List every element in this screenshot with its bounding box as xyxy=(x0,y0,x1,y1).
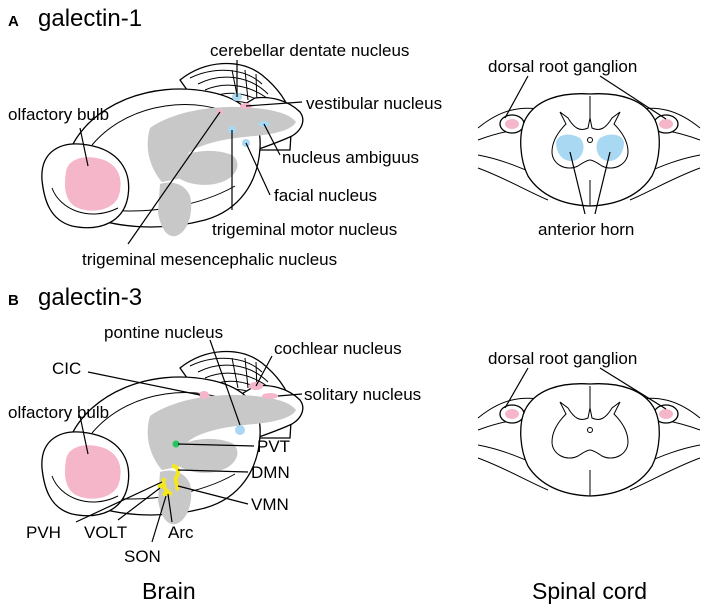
panel-a: A galectin-1 cerebellar dentate nucleus … xyxy=(8,5,701,269)
panel-b-title: galectin-3 xyxy=(38,284,142,311)
label-vestibular: vestibular nucleus xyxy=(306,94,442,113)
drg-left-marker-a xyxy=(505,119,519,129)
label-pvt: PVT xyxy=(257,437,290,456)
label-cic: CIC xyxy=(52,359,81,378)
son-marker xyxy=(162,491,168,497)
label-volt: VOLT xyxy=(84,523,127,542)
label-olfactory-bulb-b: olfactory bulb xyxy=(8,403,109,422)
label-cerebellar-dentate: cerebellar dentate nucleus xyxy=(210,41,409,60)
panel-b: B galectin-3 xyxy=(8,284,701,566)
label-trig-motor: trigeminal motor nucleus xyxy=(212,220,397,239)
spinal-cord-diagram-b xyxy=(477,367,701,497)
drg-right-marker-b xyxy=(659,409,673,419)
brain-diagram-b xyxy=(41,339,304,543)
label-anterior-horn: anterior horn xyxy=(538,220,634,239)
olfactory-bulb-marker-a xyxy=(64,157,121,211)
label-arc: Arc xyxy=(168,523,194,542)
label-olfactory-bulb-a: olfactory bulb xyxy=(8,105,109,124)
drg-right-marker-a xyxy=(659,119,673,129)
panel-a-letter: A xyxy=(8,13,19,30)
solitary-marker xyxy=(262,393,278,399)
brain-diagram-a xyxy=(41,60,304,245)
anterior-horn-left-marker xyxy=(556,134,584,162)
label-drg-a: dorsal root ganglion xyxy=(488,57,637,76)
label-solitary: solitary nucleus xyxy=(304,385,421,404)
label-dmn: DMN xyxy=(251,463,290,482)
panel-a-title: galectin-1 xyxy=(38,5,142,32)
label-cochlear: cochlear nucleus xyxy=(274,339,402,358)
caption-spinal-cord: Spinal cord xyxy=(532,578,647,604)
caption-brain: Brain xyxy=(142,578,196,604)
label-pvh: PVH xyxy=(26,523,61,542)
cic-marker xyxy=(199,391,209,399)
panel-b-letter: B xyxy=(8,292,19,309)
hypothalamus-yellow-marker xyxy=(161,464,181,496)
label-pontine: pontine nucleus xyxy=(104,323,223,342)
label-drg-b: dorsal root ganglion xyxy=(488,349,637,368)
label-trig-mes: trigeminal mesencephalic nucleus xyxy=(82,250,337,269)
pontine-marker xyxy=(235,425,245,435)
pvt-marker xyxy=(172,440,180,448)
label-vmn: VMN xyxy=(251,495,289,514)
spinal-cord-diagram-a xyxy=(477,75,701,215)
label-ambiguus: nucleus ambiguus xyxy=(282,148,419,167)
olfactory-bulb-marker-b xyxy=(64,445,121,499)
drg-left-marker-b xyxy=(505,409,519,419)
volt-marker xyxy=(157,483,163,489)
anterior-horn-right-marker xyxy=(596,134,624,162)
label-son: SON xyxy=(124,547,161,566)
label-facial: facial nucleus xyxy=(274,186,377,205)
